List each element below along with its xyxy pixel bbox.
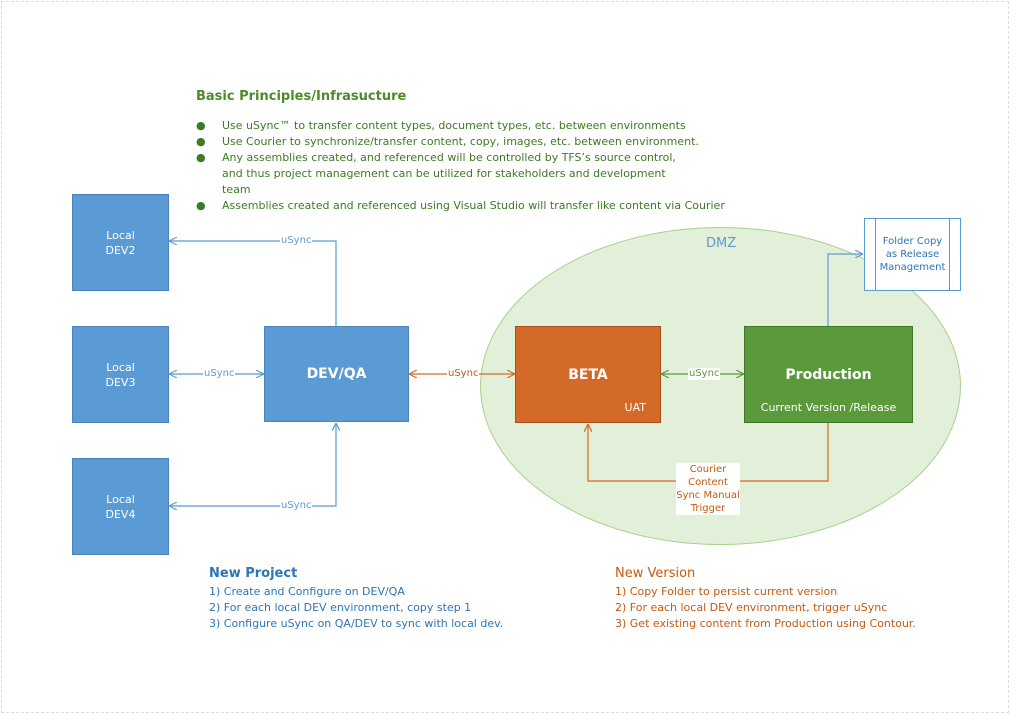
principle-text: Any assemblies created, and referenced w… <box>222 151 676 196</box>
usync-label: uSync <box>203 368 236 380</box>
new-version-step: 1) Copy Folder to persist current versio… <box>615 585 838 598</box>
new-version-step: 2) For each local DEV environment, trigg… <box>615 601 888 614</box>
principle-item: ● Use Courier to synchronize/transfer con… <box>196 134 756 150</box>
new-project-step: 2) For each local DEV environment, copy … <box>209 601 472 614</box>
new-version-steps: 1) Copy Folder to persist current versio… <box>615 584 916 632</box>
usync-label: uSync <box>447 368 480 380</box>
release-border-line <box>875 219 876 290</box>
principle-item: ● Use uSync™ to transfer content types, d… <box>196 118 756 134</box>
dmz-label: DMZ <box>706 236 737 251</box>
node-label: DEV/QA <box>306 366 367 382</box>
bullet-icon: ● <box>196 135 206 148</box>
node-label: BETA <box>568 366 608 383</box>
node-production[interactable]: Production Current Version /Release <box>744 326 913 423</box>
usync-label: uSync <box>280 500 313 512</box>
bullet-icon: ● <box>196 199 206 212</box>
principles-title: Basic Principles/Infrasucture <box>196 89 407 104</box>
node-devqa[interactable]: DEV/QA <box>264 326 409 422</box>
node-line: DEV4 <box>105 507 136 521</box>
node-sublabel: UAT <box>624 401 646 414</box>
principle-text: Use Courier to synchronize/transfer cont… <box>222 135 699 148</box>
new-project-title: New Project <box>209 566 298 581</box>
connector-prod-release <box>827 254 862 326</box>
node-line: DEV3 <box>105 375 136 389</box>
release-border-line <box>949 219 950 290</box>
principle-text: Use uSync™ to transfer content types, do… <box>222 119 686 132</box>
connector-dev4-devqa <box>170 424 336 506</box>
principle-item: ● Any assemblies created, and referenced … <box>196 150 692 198</box>
node-beta[interactable]: BETA UAT <box>515 326 661 423</box>
principle-item: ● Assemblies created and referenced using… <box>196 198 756 214</box>
principles-list: ● Use uSync™ to transfer content types, d… <box>196 118 756 214</box>
node-line: Local <box>106 360 135 374</box>
principle-text: Assemblies created and referenced using … <box>222 199 725 212</box>
node-line: DEV2 <box>105 243 136 257</box>
new-version-title: New Version <box>615 566 696 581</box>
node-line: Local <box>106 492 135 506</box>
bullet-icon: ● <box>196 119 206 132</box>
node-label: Production <box>785 366 872 383</box>
node-sublabel: Current Version /Release <box>760 401 897 414</box>
bullet-icon: ● <box>196 151 206 164</box>
usync-label: uSync <box>688 368 721 380</box>
usync-label: uSync <box>280 235 313 247</box>
new-project-step: 3) Configure uSync on QA/DEV to sync wit… <box>209 617 504 630</box>
new-project-steps: 1) Create and Configure on DEV/QA 2) For… <box>209 584 503 632</box>
new-version-step: 3) Get existing content from Production … <box>615 617 916 630</box>
node-line: Local <box>106 228 135 242</box>
node-label: Folder Copy as Release Management <box>879 236 946 273</box>
courier-note: Courier Content Sync Manual Trigger <box>676 463 740 515</box>
node-release[interactable]: Folder Copy as Release Management <box>864 218 961 291</box>
new-project-step: 1) Create and Configure on DEV/QA <box>209 585 405 598</box>
connector-devqa-dev2 <box>170 241 337 326</box>
